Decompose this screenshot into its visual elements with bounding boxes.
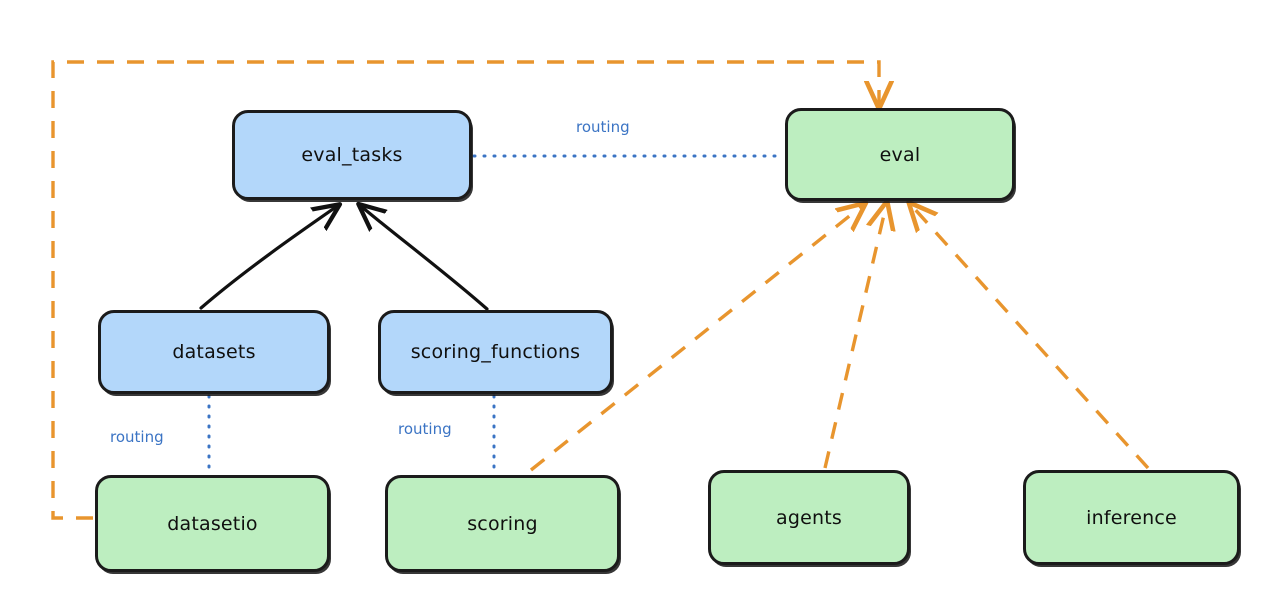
edge-label-routing-scoring: routing	[398, 420, 452, 438]
edge-scoring_functions-eval_tasks	[362, 207, 489, 311]
node-agents[interactable]: agents	[708, 470, 910, 565]
node-eval[interactable]: eval	[785, 108, 1015, 201]
edge-label-routing-datasetio: routing	[110, 428, 164, 446]
node-label: agents	[776, 506, 842, 529]
node-label: eval_tasks	[301, 144, 403, 166]
node-scoring-functions[interactable]: scoring_functions	[378, 310, 613, 394]
node-scoring[interactable]: scoring	[385, 475, 620, 572]
node-label: scoring	[467, 512, 538, 535]
node-label: inference	[1086, 506, 1177, 529]
edge-agents-eval	[823, 206, 886, 469]
node-label: scoring_functions	[410, 341, 581, 363]
node-datasets[interactable]: datasets	[98, 310, 330, 394]
edge-scoring-eval	[529, 206, 862, 472]
edge-label-routing-eval: routing	[576, 118, 630, 136]
node-eval-tasks[interactable]: eval_tasks	[232, 110, 472, 200]
node-label: datasetio	[167, 512, 258, 535]
node-label: eval	[879, 143, 921, 166]
node-inference[interactable]: inference	[1023, 470, 1240, 565]
edge-datasets-eval_tasks	[199, 207, 336, 310]
edge-inference-eval	[912, 206, 1150, 470]
node-label: datasets	[172, 341, 256, 363]
node-datasetio[interactable]: datasetio	[95, 475, 330, 572]
edge-datasetio-eval	[51, 60, 879, 520]
